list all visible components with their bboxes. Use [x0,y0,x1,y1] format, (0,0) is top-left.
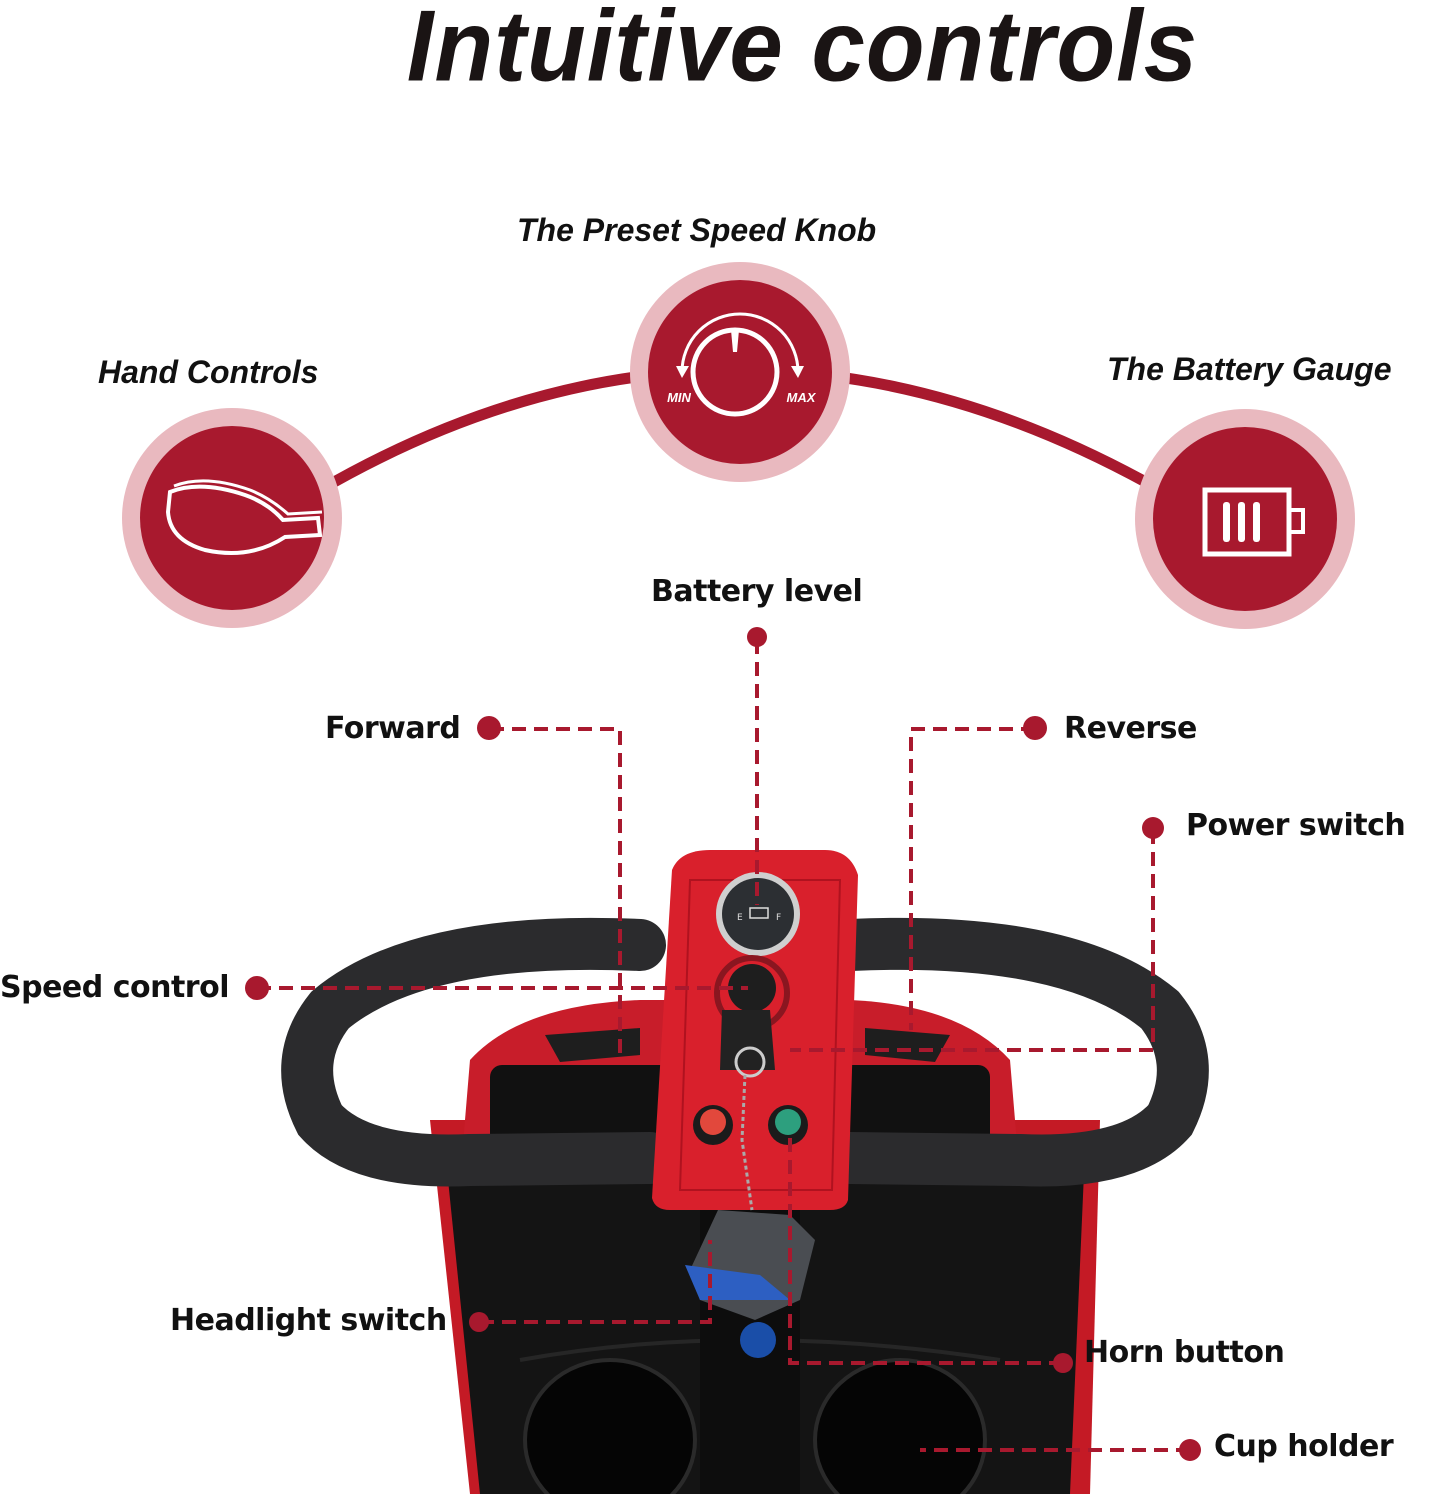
scooter-illustration: E F [281,850,1209,1494]
callout-reverse: Reverse [1064,711,1197,746]
callout-power-switch: Power switch [1186,808,1406,843]
callout-battery-level: Battery level [651,574,863,609]
callout-lines [257,640,1190,1452]
hand-controls-icon [122,408,342,628]
svg-text:MIN: MIN [667,390,691,405]
callout-cup-holder: Cup holder [1214,1429,1394,1464]
page-title: Intuitive controls [406,0,1199,103]
callout-speed-control: Speed control [0,970,229,1005]
callout-horn-button: Horn button [1084,1335,1285,1370]
svg-text:E: E [737,913,743,923]
battery-icon [1135,409,1355,629]
speed-knob-icon: MIN MAX [630,262,850,482]
feature-label-hand-controls: Hand Controls [98,354,319,390]
callout-headlight-switch: Headlight switch [170,1303,447,1338]
callout-forward: Forward [325,711,461,746]
feature-label-speed-knob: The Preset Speed Knob [517,212,877,248]
feature-label-battery-gauge: The Battery Gauge [1107,351,1392,387]
svg-text:MAX: MAX [787,390,817,405]
svg-text:F: F [776,913,781,923]
callout-dots [245,627,1201,1461]
